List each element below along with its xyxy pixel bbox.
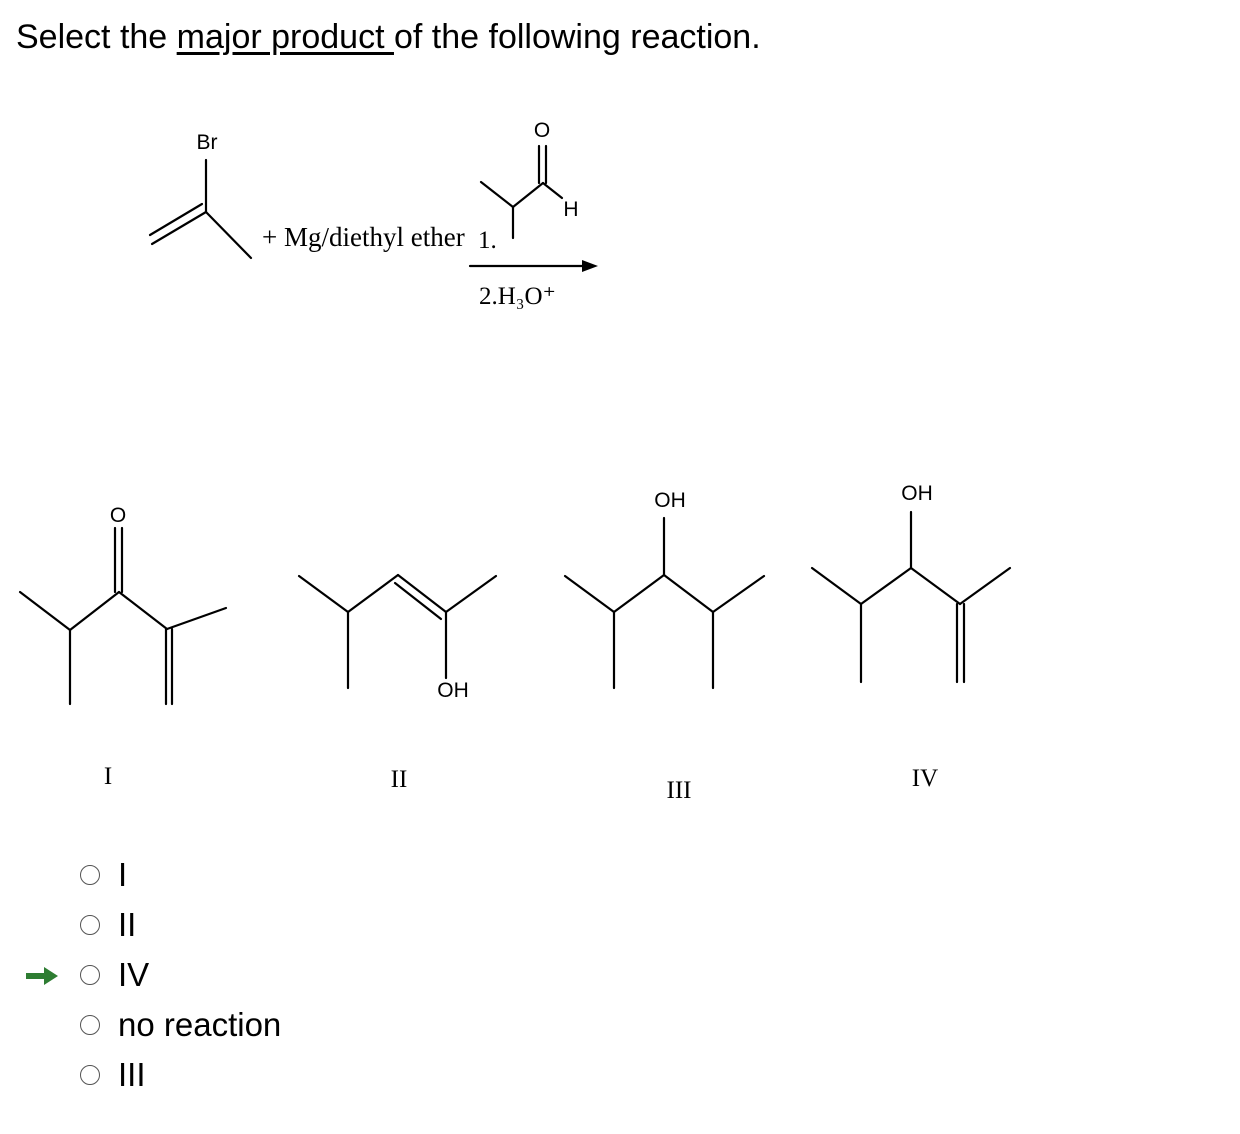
question-suffix: of the following reaction. xyxy=(393,18,761,56)
structure-iv-atom-label: OH xyxy=(901,482,933,505)
option-label: IV xyxy=(118,956,150,993)
option-i[interactable]: I xyxy=(80,850,281,900)
structure-iii-label: III xyxy=(667,777,692,804)
step2-label: 2.H₃O⁺ xyxy=(479,283,556,310)
structure-iv-label: IV xyxy=(912,765,938,792)
question-text: Select the major product of the followin… xyxy=(16,16,761,58)
option-iii[interactable]: III xyxy=(80,1050,281,1100)
option-label: I xyxy=(118,856,128,893)
radio-button[interactable] xyxy=(80,1015,100,1035)
option-ii[interactable]: II xyxy=(80,900,281,950)
option-iv[interactable]: IV xyxy=(26,950,281,1000)
option-label: II xyxy=(118,906,137,943)
structure-ii xyxy=(297,573,498,690)
reaction-arrowhead xyxy=(582,260,598,272)
question-prefix: Select the xyxy=(16,18,177,56)
radio-button[interactable] xyxy=(80,865,100,885)
structure-iv xyxy=(810,510,1012,684)
correct-answer-arrow-icon xyxy=(26,967,58,985)
structure-ii-label: II xyxy=(391,766,408,793)
option-label: III xyxy=(118,1056,146,1093)
structure-i-label: I xyxy=(104,763,112,790)
question-emphasis: major product xyxy=(176,18,394,56)
reagent-label: + Mg/diethyl ether xyxy=(262,222,465,252)
radio-button[interactable] xyxy=(80,965,100,985)
aldehyde-structure xyxy=(479,144,564,240)
aldehyde-hydrogen-label: H xyxy=(563,198,578,221)
option-no-reaction[interactable]: no reaction xyxy=(80,1000,281,1050)
structure-iii xyxy=(563,516,766,690)
structure-i-atom-label: O xyxy=(110,504,126,527)
radio-button[interactable] xyxy=(80,1065,100,1085)
structure-ii-atom-label: OH xyxy=(437,679,469,702)
reactant-structure xyxy=(148,158,253,260)
answer-options: I II IV no reaction III xyxy=(26,850,281,1100)
option-label: no reaction xyxy=(118,1006,282,1043)
radio-button[interactable] xyxy=(80,915,100,935)
structure-iii-atom-label: OH xyxy=(654,489,686,512)
bromine-label: Br xyxy=(197,131,218,154)
reaction-figure: Br + Mg/diethyl ether 1. O H 2.H₃O⁺ O OH… xyxy=(18,119,1012,804)
aldehyde-oxygen-label: O xyxy=(534,119,550,142)
structure-i xyxy=(18,526,228,706)
step1-label: 1. xyxy=(478,227,497,254)
